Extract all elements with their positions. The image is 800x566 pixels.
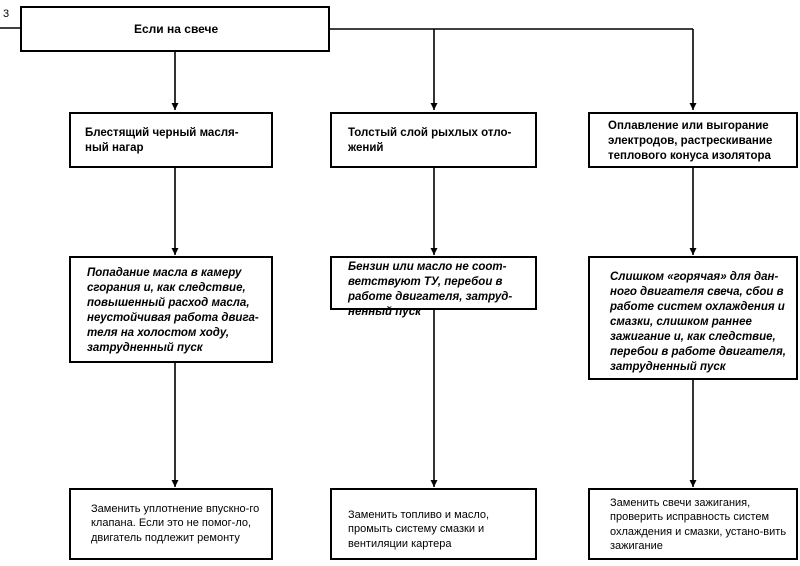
- condition-text-2: Толстый слой рыхлых отло-жений: [348, 127, 512, 154]
- condition-box-1: Блестящий черный масля-ный нагар: [69, 112, 273, 168]
- condition-text-3: Оплавление или выгорание электродов, рас…: [608, 120, 773, 162]
- condition-box-3: Оплавление или выгорание электродов, рас…: [588, 112, 798, 168]
- cause-text-3: Слишком «горячая» для дан-ного двигателя…: [610, 271, 786, 373]
- cause-box-2: Бензин или масло не соот-ветствуют ТУ, п…: [330, 256, 537, 318]
- cause-text-1: Попадание масла в камеру сгорания и, как…: [87, 267, 259, 354]
- root-text: Если на свече: [134, 22, 219, 36]
- root-box: Если на свече: [20, 6, 330, 52]
- cause-text-2: Бензин или масло не соот-ветствуют ТУ, п…: [348, 261, 513, 318]
- remedy-text-2: Заменить топливо и масло, промыть систем…: [348, 509, 490, 550]
- remedy-box-1: Заменить уплотнение впускно-го клапана. …: [69, 488, 273, 560]
- remedy-box-3: Заменить свечи зажигания, проверить испр…: [588, 488, 798, 560]
- remedy-text-3: Заменить свечи зажигания, проверить испр…: [610, 497, 787, 552]
- cause-box-1: Попадание масла в камеру сгорания и, как…: [69, 256, 273, 363]
- condition-box-2: Толстый слой рыхлых отло-жений: [330, 112, 537, 168]
- page-marker: 3: [3, 8, 10, 20]
- remedy-text-1: Заменить уплотнение впускно-го клапана. …: [91, 503, 260, 544]
- cause-box-3: Слишком «горячая» для дан-ного двигателя…: [588, 256, 798, 380]
- condition-text-1: Блестящий черный масля-ный нагар: [85, 127, 239, 154]
- remedy-box-2: Заменить топливо и масло, промыть систем…: [330, 488, 537, 560]
